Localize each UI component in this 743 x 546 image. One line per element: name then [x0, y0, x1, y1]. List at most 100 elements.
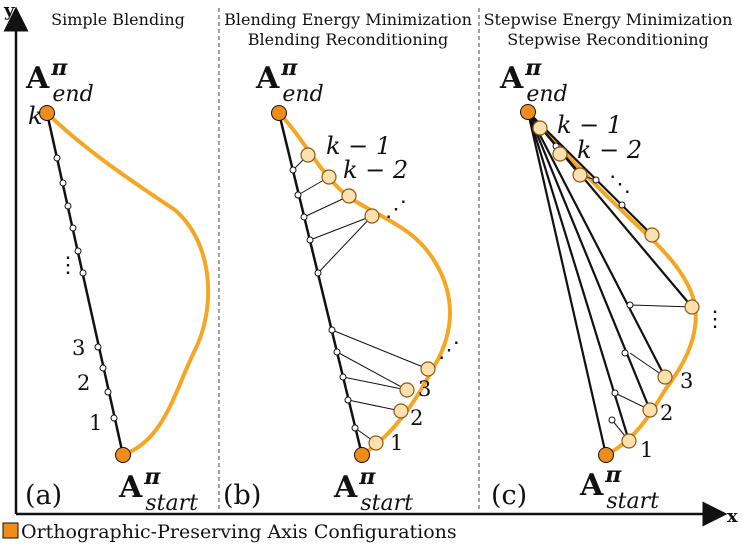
panel-b-point	[344, 396, 352, 404]
panel-c-optimized-point	[657, 369, 673, 385]
panel-a-point	[104, 388, 112, 396]
panel-b-optimized-point	[420, 361, 436, 377]
panel-b-point	[294, 191, 302, 199]
panel-a-linear-path	[45, 112, 125, 456]
panel-c-point	[608, 416, 616, 424]
panel-c-fan-line	[526, 111, 631, 442]
panel-b-connector	[309, 215, 373, 241]
panel-b-title-line2: Blending Reconditioning	[248, 30, 449, 49]
panel-b-optimized-point	[341, 188, 357, 204]
panel-c-connector	[629, 304, 693, 308]
panel-c-end-marker	[520, 104, 536, 120]
panel-c-number-1: 1	[640, 438, 653, 462]
panel-c-label: (c)	[491, 480, 527, 511]
panel-a-title: Simple Blending	[51, 10, 185, 29]
panel-a-k-label: k	[28, 102, 43, 130]
panel-c-point	[611, 389, 619, 397]
panel-b-point	[306, 236, 314, 244]
panel-b-optimized-point	[368, 435, 384, 451]
panel-b-optimized-point	[321, 169, 337, 185]
panel-c: Stepwise Energy Minimization Stepwise Re…	[484, 10, 733, 514]
panel-b-point	[328, 326, 336, 334]
panel-b-connector	[303, 195, 350, 218]
legend-swatch	[2, 522, 19, 539]
panel-a-curve	[45, 111, 211, 457]
panel-b-point	[300, 213, 308, 221]
panel-c-optimized-points	[532, 120, 700, 449]
x-axis-label: x	[727, 506, 738, 527]
panel-c-point	[592, 176, 600, 184]
panel-b-optimized-point	[399, 382, 415, 398]
panel-c-fan-line	[526, 111, 608, 456]
panel-a-intermediate-points	[53, 154, 118, 422]
panel-c-fan-line	[526, 111, 652, 411]
panel-c-number-2: 2	[660, 401, 673, 425]
panel-b-dots-bottom: ⋰	[438, 338, 461, 363]
panel-b-k-minus-2-label: k − 2	[343, 156, 408, 184]
panel-b-end-marker	[271, 105, 287, 121]
panel-c-optimized-point	[644, 227, 660, 243]
panel-b-connector	[331, 329, 429, 370]
panel-c-start-marker	[598, 447, 614, 463]
panel-a-label: (a)	[25, 480, 62, 511]
panel-c-title-line2: Stepwise Reconditioning	[507, 30, 709, 49]
panel-b-optimized-point	[300, 147, 316, 163]
panel-b-title-line1: Blending Energy Minimization	[224, 10, 472, 29]
panel-b-k-minus-1-label: k − 1	[326, 132, 391, 160]
panel-b-point	[289, 166, 297, 174]
panel-a-point	[69, 224, 77, 232]
panel-c-optimized-point	[532, 120, 548, 136]
panel-c-optimized-point	[642, 402, 658, 418]
panel-b-number-3: 3	[418, 377, 431, 401]
panel-a-point	[59, 179, 67, 187]
panel-a-point	[74, 247, 82, 255]
panel-c-number-3: 3	[680, 369, 693, 393]
panel-c-optimized-point	[572, 167, 588, 183]
panel-b-optimized-point	[364, 208, 380, 224]
panel-b-point	[314, 269, 322, 277]
panel-b: Blending Energy Minimization Blending Re…	[223, 10, 472, 516]
panel-b-point	[333, 348, 341, 356]
panel-c-dots-top: ⋱	[609, 172, 632, 197]
legend-text: Orthographic-Preserving Axis Configurati…	[21, 521, 457, 543]
panel-c-title-line1: Stepwise Energy Minimization	[484, 10, 733, 29]
panel-c-optimized-point	[552, 146, 568, 162]
panel-b-connector	[317, 215, 373, 274]
panel-a-start-marker	[115, 447, 131, 463]
panel-a-number-3: 3	[72, 336, 85, 360]
panel-a-point	[53, 154, 61, 162]
panel-a-point	[94, 343, 102, 351]
panel-b-start-marker	[354, 447, 370, 463]
panel-b-connector	[342, 376, 408, 391]
panel-c-k-minus-2-label: k − 2	[577, 136, 642, 164]
panel-a-point	[79, 269, 87, 277]
panel-b-dots-top: ⋰	[385, 197, 408, 222]
panel-a-point	[64, 202, 72, 210]
panel-c-point	[621, 349, 629, 357]
panel-b-label: (b)	[223, 480, 261, 511]
panel-b-number-2: 2	[410, 406, 423, 430]
panel-b-connector	[347, 399, 402, 412]
panel-c-point	[618, 201, 626, 209]
y-axis-label: y	[3, 0, 15, 21]
panel-c-point	[626, 301, 634, 309]
panel-a-number-1: 1	[89, 411, 102, 435]
panel-c-optimized-point	[621, 433, 637, 449]
panel-c-fan-line	[527, 111, 666, 378]
panel-b-intermediate-points	[289, 166, 359, 432]
panel-b-connector	[336, 351, 408, 391]
panel-c-optimized-point	[684, 299, 700, 315]
panel-b-point	[351, 424, 359, 432]
panel-c-k-minus-1-label: k − 1	[557, 111, 622, 139]
panel-a-end-marker	[39, 105, 55, 121]
panel-b-number-1: 1	[390, 431, 403, 455]
panel-a-point	[99, 364, 107, 372]
